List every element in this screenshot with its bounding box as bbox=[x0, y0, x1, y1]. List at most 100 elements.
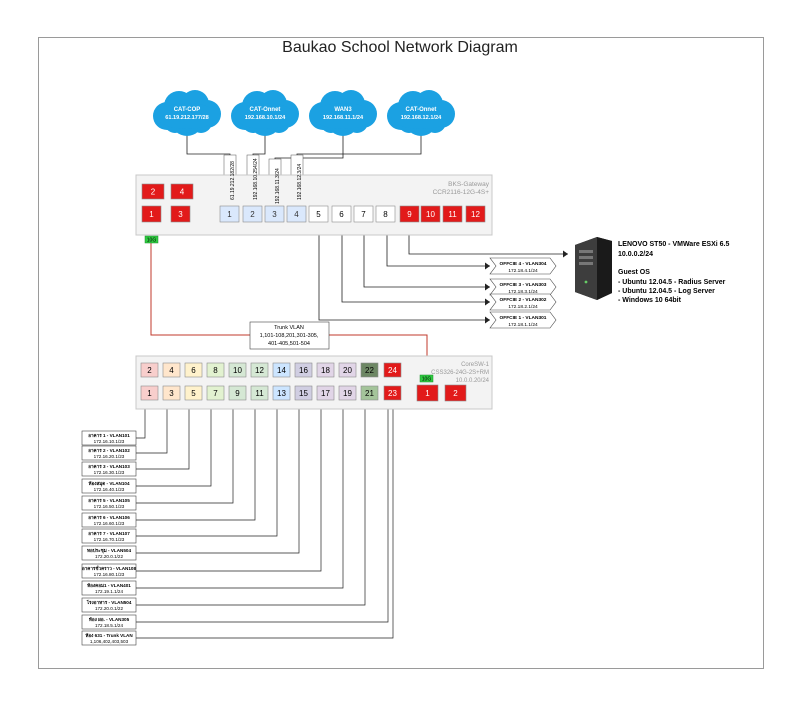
coresw-port-4[interactable] bbox=[162, 362, 181, 378]
gateway-port-8-label: 7 bbox=[361, 210, 366, 219]
coresw-port-21[interactable] bbox=[360, 385, 379, 401]
coresw-port-17[interactable] bbox=[316, 385, 335, 401]
gateway-port-12[interactable] bbox=[442, 205, 463, 223]
coresw-port-14[interactable] bbox=[272, 362, 291, 378]
gateway-port-4[interactable] bbox=[264, 205, 285, 223]
gateway-port-0[interactable] bbox=[141, 205, 162, 223]
guest-os-item: - Ubuntu 12.04.5 - Log Server bbox=[618, 288, 715, 295]
cloud-ip: 192.168.11.1/24 bbox=[323, 115, 364, 121]
coresw-port-15-label: 15 bbox=[299, 389, 308, 398]
gateway-port-12-label: 11 bbox=[448, 210, 457, 219]
coresw-port-4-label: 4 bbox=[169, 366, 174, 375]
vlan-name: ห้อง ผอ. - VLAN305 bbox=[89, 616, 130, 622]
guest-os-title: Guest OS bbox=[618, 269, 650, 276]
coresw-port-7[interactable] bbox=[206, 385, 225, 401]
coresw-port-22-label: 22 bbox=[365, 366, 374, 375]
coresw-port-11[interactable] bbox=[250, 385, 269, 401]
gateway-port-top-4[interactable] bbox=[170, 183, 194, 200]
cloud-name: CAT-COP bbox=[174, 107, 201, 113]
server-side bbox=[597, 237, 612, 300]
vlan-link-4 bbox=[136, 400, 212, 487]
coresw-port-18-label: 18 bbox=[321, 366, 330, 375]
gateway-port-0-label: 1 bbox=[149, 210, 154, 219]
gateway-port-2-label: 1 bbox=[227, 210, 232, 219]
gateway-port-10[interactable] bbox=[399, 205, 420, 223]
coresw-sfp-2[interactable] bbox=[444, 384, 467, 402]
coresw-port-8[interactable] bbox=[206, 362, 225, 378]
coresw-port-7-label: 7 bbox=[213, 389, 218, 398]
coresw-port-24[interactable] bbox=[383, 362, 402, 378]
coresw-port-20[interactable] bbox=[338, 362, 357, 378]
cloud-shape bbox=[391, 103, 451, 129]
cloud-shape bbox=[235, 103, 295, 129]
arrow-head bbox=[563, 250, 568, 258]
diagram-title: Baukao School Network Diagram bbox=[282, 39, 518, 56]
coresw-name: CoreSW-1 bbox=[461, 362, 490, 368]
vlan-ip: 172.16.30.1/23 bbox=[94, 470, 125, 475]
coresw-port-9[interactable] bbox=[228, 385, 247, 401]
vlan-name: อาคาร 7 - VLAN107 bbox=[88, 531, 130, 536]
gateway-port-2[interactable] bbox=[219, 205, 240, 223]
office-ip: 172.18.4.1/24 bbox=[508, 268, 538, 274]
vlan-label-box bbox=[81, 545, 137, 561]
coresw-port-16[interactable] bbox=[294, 362, 313, 378]
vlan-link-7 bbox=[136, 400, 278, 537]
coresw-port-1[interactable] bbox=[140, 385, 159, 401]
coresw-port-15[interactable] bbox=[294, 385, 313, 401]
vlan-name: ห้องสมุด - VLAN104 bbox=[88, 480, 130, 487]
coresw-port-10[interactable] bbox=[228, 362, 247, 378]
vlan-name: อาคาร 5 - VLAN105 bbox=[88, 498, 130, 503]
cloud-name: CAT-Onnet bbox=[250, 107, 281, 113]
vlan-label-box bbox=[81, 478, 137, 494]
vlan-label-box bbox=[81, 580, 137, 596]
coresw-port-3[interactable] bbox=[162, 385, 181, 401]
coresw-port-21-label: 21 bbox=[365, 389, 374, 398]
coresw-port-23[interactable] bbox=[383, 385, 402, 401]
coresw-port-6[interactable] bbox=[184, 362, 203, 378]
gateway-port-8[interactable] bbox=[353, 205, 374, 223]
wan-ip-label: 61.19.212.182/28 bbox=[230, 161, 236, 200]
office-link-1 bbox=[386, 222, 490, 267]
vlan-name: โรงอาหาร - VLAN504 bbox=[86, 599, 132, 605]
coresw-port-22[interactable] bbox=[360, 362, 379, 378]
trunk-label-box bbox=[249, 321, 330, 350]
gateway-port-7[interactable] bbox=[331, 205, 352, 223]
gateway-port-1[interactable] bbox=[170, 205, 191, 223]
gateway-port-3[interactable] bbox=[242, 205, 263, 223]
gateway-port-top-4-label: 4 bbox=[180, 188, 185, 197]
coresw-port-5[interactable] bbox=[184, 385, 203, 401]
gateway-port-top-2[interactable] bbox=[141, 183, 165, 200]
coresw-port-23-label: 23 bbox=[388, 389, 397, 398]
gateway-port-11[interactable] bbox=[420, 205, 441, 223]
arrow-head bbox=[485, 316, 490, 324]
gateway-10g-tag bbox=[144, 235, 159, 244]
gateway-port-6[interactable] bbox=[308, 205, 329, 223]
vlan-name: อาคาร 6 - VLAN106 bbox=[88, 515, 130, 520]
office-name: OFFCIE 3 - VLAN303 bbox=[500, 282, 547, 288]
coresw-port-18[interactable] bbox=[316, 362, 335, 378]
gateway-port-5[interactable] bbox=[286, 205, 307, 223]
guest-os-item: - Windows 10 64bit bbox=[618, 297, 682, 304]
coresw-port-2[interactable] bbox=[140, 362, 159, 378]
office-ip: 172.18.3.1/24 bbox=[508, 289, 538, 295]
server-ip: 10.0.0.2/24 bbox=[618, 251, 653, 258]
coresw-port-11-label: 11 bbox=[255, 389, 264, 398]
vlan-label-box bbox=[81, 512, 137, 528]
coresw-port-13[interactable] bbox=[272, 385, 291, 401]
vlan-link-13 bbox=[136, 400, 394, 639]
vlan-label-box bbox=[81, 614, 137, 630]
trunk-label-line2: 1,101-108,201,301-305, bbox=[260, 333, 319, 339]
gateway-port-5-label: 4 bbox=[294, 210, 299, 219]
gateway-port-9[interactable] bbox=[375, 205, 396, 223]
coresw-port-19[interactable] bbox=[338, 385, 357, 401]
gateway-port-top-2-label: 2 bbox=[151, 188, 156, 197]
gateway-port-13[interactable] bbox=[465, 205, 486, 223]
coresw-sfp-1[interactable] bbox=[416, 384, 439, 402]
coresw-port-12[interactable] bbox=[250, 362, 269, 378]
gateway-port-11-label: 10 bbox=[426, 210, 435, 219]
gateway-router bbox=[135, 174, 493, 236]
